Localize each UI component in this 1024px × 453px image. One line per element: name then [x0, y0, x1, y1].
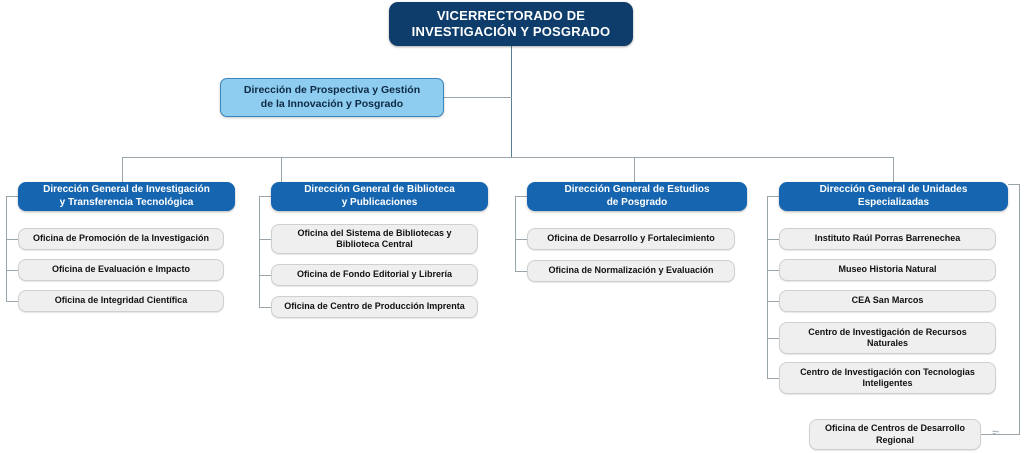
connector-stub-4-head	[767, 196, 779, 197]
connector-stub-1-2	[6, 270, 18, 271]
column-3-child-2[interactable]: Oficina de Normalización y Evaluación	[527, 260, 735, 282]
connector-stub-3-head	[515, 196, 527, 197]
connector-stub-2-2	[259, 275, 271, 276]
column-1-child-1-label: Oficina de Promoción de la Investigación	[32, 233, 210, 244]
connector-stub-1-head	[6, 196, 18, 197]
column-3-child-2-label: Oficina de Normalización y Evaluación	[548, 265, 714, 276]
column-1-child-3[interactable]: Oficina de Integridad Científica	[18, 290, 224, 312]
connector-stub-2-1	[259, 239, 271, 240]
connector-drop-2	[281, 157, 282, 182]
column-3-child-1[interactable]: Oficina de Desarrollo y Fortalecimiento	[527, 228, 735, 250]
connector-staff-link	[444, 97, 512, 98]
column-1-child-2-label: Oficina de Evaluación e Impacto	[51, 264, 191, 275]
connector-root-trunk	[511, 46, 512, 158]
connector-detached-horizontal	[981, 434, 1020, 435]
column-2-child-2-label: Oficina de Fondo Editorial y Librería	[296, 269, 453, 280]
column-4-child-2-label: Museo Historia Natural	[838, 264, 937, 275]
connector-stub-4-4	[767, 338, 779, 339]
connector-spine-3	[515, 196, 516, 271]
column-4-child-3-label: CEA San Marcos	[851, 295, 924, 306]
connector-drop-3	[634, 157, 635, 182]
connector-stub-3-2	[515, 271, 527, 272]
connector-spine-2	[259, 196, 260, 307]
connector-spine-1	[6, 196, 7, 302]
column-2-child-3-label: Oficina de Centro de Producción Imprenta	[284, 301, 465, 312]
line-break-icon: ≈	[992, 425, 999, 440]
connector-drop-4	[893, 157, 894, 182]
column-2-child-2[interactable]: Oficina de Fondo Editorial y Librería	[271, 264, 478, 286]
column-4-child-2[interactable]: Museo Historia Natural	[779, 259, 996, 281]
column-1-child-3-label: Oficina de Integridad Científica	[54, 295, 188, 306]
column-4-child-1-label: Instituto Raúl Porras Barrenechea	[814, 233, 961, 244]
connector-stub-1-1	[6, 239, 18, 240]
connector-spine-4	[767, 196, 768, 378]
connector-main-bus	[122, 157, 894, 158]
connector-stub-4-2	[767, 270, 779, 271]
connector-detached-top	[1008, 184, 1020, 185]
connector-stub-3-1	[515, 239, 527, 240]
column-2-child-3[interactable]: Oficina de Centro de Producción Imprenta	[271, 296, 478, 318]
connector-stub-4-3	[767, 301, 779, 302]
connector-stub-4-5	[767, 378, 779, 379]
column-4-child-1[interactable]: Instituto Raúl Porras Barrenechea	[779, 228, 996, 250]
connector-stub-4-1	[767, 239, 779, 240]
column-4-child-3[interactable]: CEA San Marcos	[779, 290, 996, 312]
connector-stub-2-head	[259, 196, 271, 197]
column-1-child-1[interactable]: Oficina de Promoción de la Investigación	[18, 228, 224, 250]
connector-stub-1-3	[6, 301, 18, 302]
column-3-child-1-label: Oficina de Desarrollo y Fortalecimiento	[547, 233, 715, 244]
connector-drop-1	[122, 157, 123, 182]
column-1-child-2[interactable]: Oficina de Evaluación e Impacto	[18, 259, 224, 281]
connector-stub-2-3	[259, 307, 271, 308]
connector-detached-vertical	[1019, 184, 1020, 434]
